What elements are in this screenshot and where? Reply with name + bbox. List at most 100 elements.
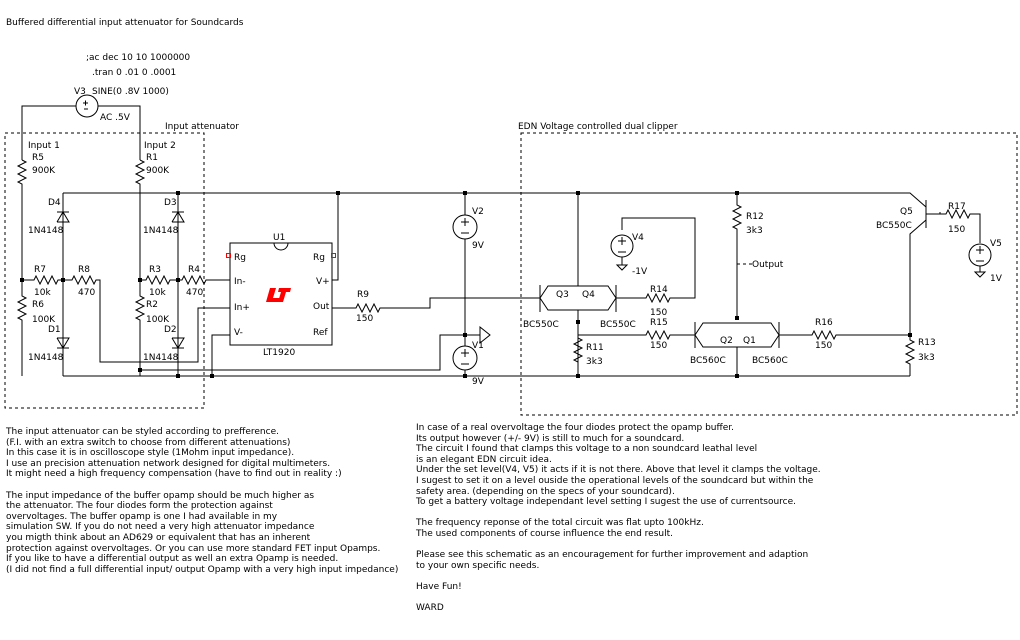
svg-text:R15: R15 <box>650 318 668 328</box>
vplus-wire <box>332 193 339 281</box>
svg-text:R17: R17 <box>948 202 966 212</box>
rg-right-pin-marker <box>331 253 336 258</box>
svg-text:R13: R13 <box>918 338 936 348</box>
svg-text:150: 150 <box>356 314 373 324</box>
svg-text:470: 470 <box>186 288 203 298</box>
diode-d2: D2 1N4148 <box>143 280 185 376</box>
svg-text:1V: 1V <box>990 274 1003 284</box>
svg-text:R1: R1 <box>146 153 158 163</box>
resistor-r9: R9 150 <box>332 290 540 324</box>
note-line: Have Fun! <box>416 581 462 592</box>
clipper-box <box>520 132 1018 416</box>
note-line: The circuit I found that clamps this vol… <box>416 444 758 455</box>
svg-text:R6: R6 <box>32 300 44 310</box>
transistor-q1: Q1 BC560C <box>736 322 788 376</box>
resistor-r14: R14 150 <box>616 217 696 318</box>
input-attenuator-box <box>4 132 205 409</box>
note-line: The input attenuator can be styled accor… <box>6 427 279 437</box>
note-line: Its output however (+/- 9V) is still to … <box>416 433 685 444</box>
svg-text:Q5: Q5 <box>900 207 913 217</box>
svg-text:R3: R3 <box>149 265 161 275</box>
svg-text:100K: 100K <box>146 315 170 325</box>
note-line <box>416 540 821 551</box>
svg-text:Ref: Ref <box>313 328 328 338</box>
tran-directive: .tran 0 .01 0 .0001 <box>92 68 176 78</box>
resistor-r5: R5 900K <box>16 153 56 280</box>
svg-text:V1: V1 <box>472 341 484 351</box>
svg-text:900K: 900K <box>32 166 56 176</box>
note-line: the attenuator. The four diodes form the… <box>6 501 273 512</box>
note-line: (F.I. with an extra switch to choose fro… <box>6 437 291 448</box>
svg-text:Q1: Q1 <box>743 336 756 346</box>
note-line <box>416 593 821 604</box>
note-line <box>416 508 821 519</box>
svg-text:R5: R5 <box>32 153 44 163</box>
clipper-label: EDN Voltage controlled dual clipper <box>518 122 678 132</box>
svg-text:R14: R14 <box>650 285 668 295</box>
lt-logo-icon <box>266 288 291 302</box>
svg-text:1N4148: 1N4148 <box>143 353 179 363</box>
svg-text:V4: V4 <box>632 233 644 243</box>
input-2-label: Input 2 <box>144 141 176 151</box>
svg-text:Out: Out <box>313 302 330 312</box>
source-v3: V3 SINE(0 .8V 1000) AC .5V <box>21 87 169 160</box>
svg-text:150: 150 <box>948 225 965 235</box>
resistor-r3: R3 10k <box>140 265 178 298</box>
v3-ac: AC .5V <box>100 113 131 123</box>
source-v5: V5 1V <box>968 239 1003 284</box>
note-line: Under the set level(V4, V5) it acts if i… <box>416 465 821 476</box>
svg-text:9V: 9V <box>472 241 485 251</box>
svg-text:R11: R11 <box>586 343 604 353</box>
svg-text:R16: R16 <box>815 318 833 328</box>
svg-text:U1: U1 <box>273 233 285 243</box>
svg-text:10k: 10k <box>149 288 166 298</box>
input-attenuator-label: Input attenuator <box>165 122 239 132</box>
note-line: The input impedance of the buffer opamp … <box>6 490 315 501</box>
svg-text:3k3: 3k3 <box>746 226 763 236</box>
output-label: Output <box>752 260 784 270</box>
resistor-r8: R8 470 <box>63 265 230 363</box>
notes-left: The input attenuator can be styled accor… <box>6 427 398 575</box>
diode-d3: D3 1N4148 <box>143 193 185 280</box>
svg-text:V5: V5 <box>990 239 1002 249</box>
svg-text:V-: V- <box>234 328 243 338</box>
note-line: you migth think about an AD629 or equiva… <box>6 532 311 543</box>
diode-d1: D1 1N4148 <box>28 280 70 376</box>
svg-text:R7: R7 <box>34 265 46 275</box>
resistor-r1: R1 900K <box>134 153 170 280</box>
svg-text:R9: R9 <box>357 290 369 300</box>
rg-left-pin-marker <box>226 253 231 258</box>
resistor-r17: R17 150 <box>940 202 981 243</box>
note-line: The frequency reponse of the total circu… <box>416 518 704 529</box>
svg-text:D4: D4 <box>48 198 61 208</box>
note-line: I use an precision attenuation network d… <box>6 458 331 469</box>
source-v2: V2 9V <box>452 193 485 298</box>
note-line <box>6 480 398 491</box>
note-line: Please see this schematic as an encourag… <box>416 550 809 561</box>
svg-text:D3: D3 <box>164 198 177 208</box>
svg-text:D1: D1 <box>48 325 61 335</box>
svg-text:V2: V2 <box>472 207 484 217</box>
resistor-r7: R7 10k <box>22 265 63 298</box>
note-line: In this case it is in oscilloscope style… <box>6 448 295 459</box>
ground-rail <box>21 334 480 376</box>
svg-text:R8: R8 <box>78 265 90 275</box>
svg-text:D2: D2 <box>164 325 177 335</box>
source-v4: V4 -1V <box>610 233 648 277</box>
svg-text:BC550C: BC550C <box>876 221 912 231</box>
svg-text:1N4148: 1N4148 <box>28 226 64 236</box>
svg-text:Q3: Q3 <box>556 290 569 300</box>
resistor-r13: R13 3k3 <box>904 335 936 376</box>
svg-text:LT1920: LT1920 <box>263 348 295 358</box>
svg-text:In+: In+ <box>234 303 250 313</box>
svg-text:Rg: Rg <box>313 253 325 263</box>
note-line: In case of a real overvoltage the four d… <box>416 423 734 433</box>
source-v1: V1 9V <box>452 298 485 387</box>
svg-text:Rg: Rg <box>234 253 246 263</box>
note-line: To get a battery voltage independant lev… <box>416 497 797 508</box>
svg-text:3k3: 3k3 <box>586 357 603 367</box>
svg-text:470: 470 <box>78 288 95 298</box>
svg-text:10k: 10k <box>34 288 51 298</box>
svg-text:Q4: Q4 <box>582 290 595 300</box>
